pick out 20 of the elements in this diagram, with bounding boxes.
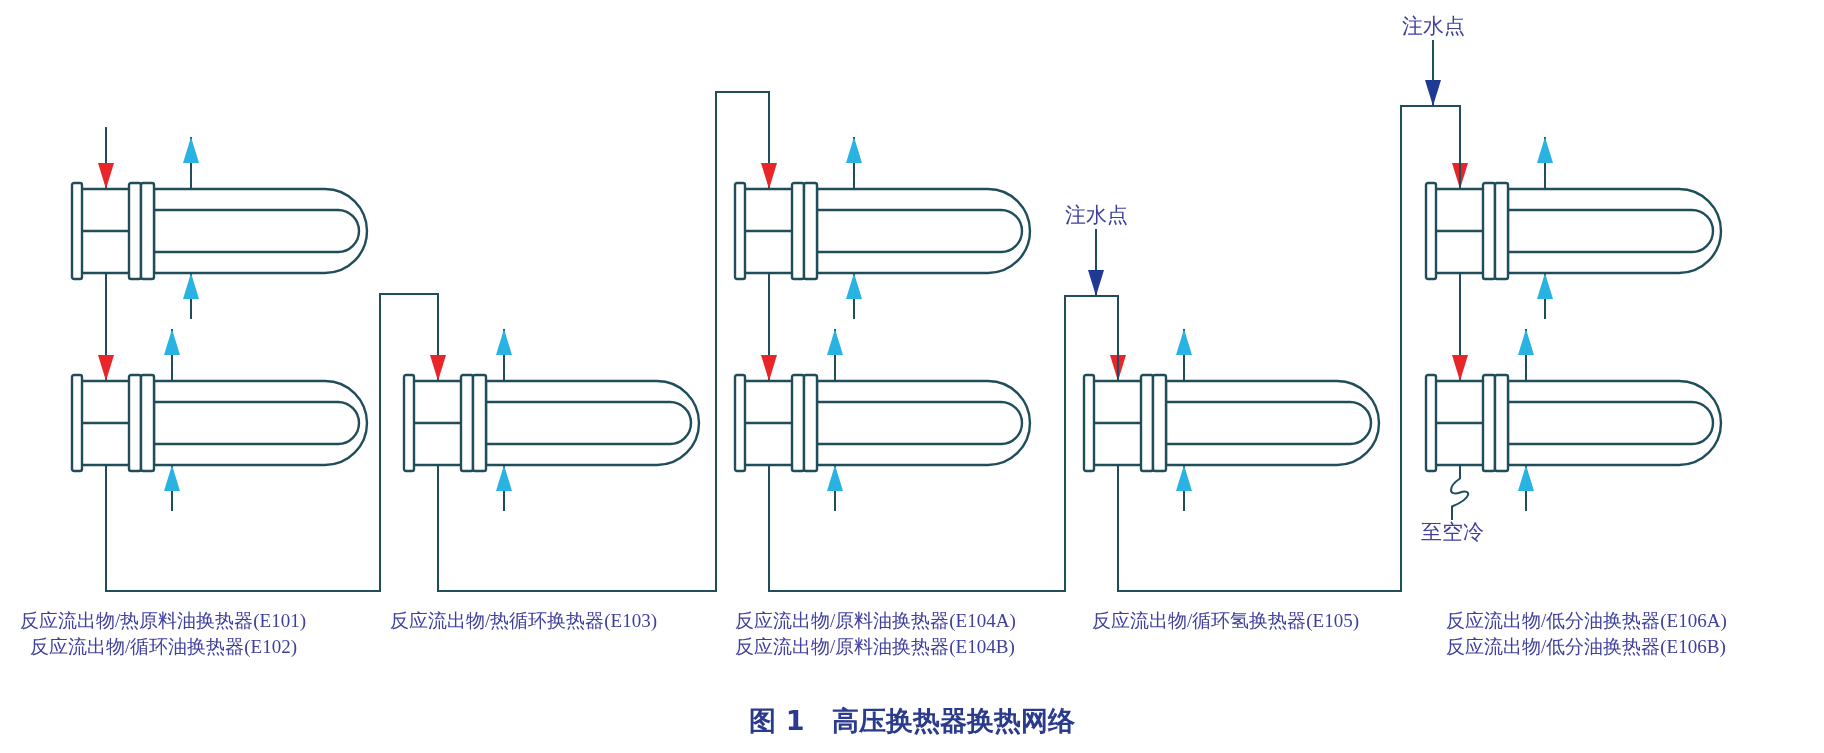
equipment-label: 反应流出物/原料油换热器(E104A) — [735, 609, 1016, 633]
u-tube-heat-exchanger-drawing — [733, 181, 1033, 281]
equipment-label: 反应流出物/低分油换热器(E106B) — [1446, 635, 1726, 659]
u-tube-heat-exchanger-drawing — [1082, 373, 1382, 473]
u-tube-heat-exchanger-drawing — [1424, 373, 1724, 473]
equipment-label: 反应流出物/循环油换热器(E102) — [30, 635, 298, 659]
point-label: 注水点 — [1064, 203, 1128, 227]
equipment-label: 反应流出物/循环氢换热器(E105) — [1092, 609, 1360, 633]
point-label: 至空冷 — [1420, 520, 1484, 544]
equipment-label: 反应流出物/低分油换热器(E106A) — [1446, 609, 1727, 633]
figure-caption: 图 1 高压换热器换热网络 — [749, 705, 1075, 736]
u-tube-heat-exchanger-drawing — [70, 181, 370, 281]
equipment-label: 反应流出物/原料油换热器(E104B) — [735, 635, 1015, 659]
u-tube-heat-exchanger-drawing — [733, 373, 1033, 473]
u-tube-heat-exchanger-drawing — [402, 373, 702, 473]
equipment-label: 反应流出物/热原料油换热器(E101) — [20, 609, 307, 633]
u-tube-heat-exchanger-drawing — [1424, 181, 1724, 281]
equipment-label: 反应流出物/热循环换热器(E103) — [390, 609, 658, 633]
u-tube-heat-exchanger-drawing — [70, 373, 370, 473]
point-label: 注水点 — [1401, 14, 1465, 38]
